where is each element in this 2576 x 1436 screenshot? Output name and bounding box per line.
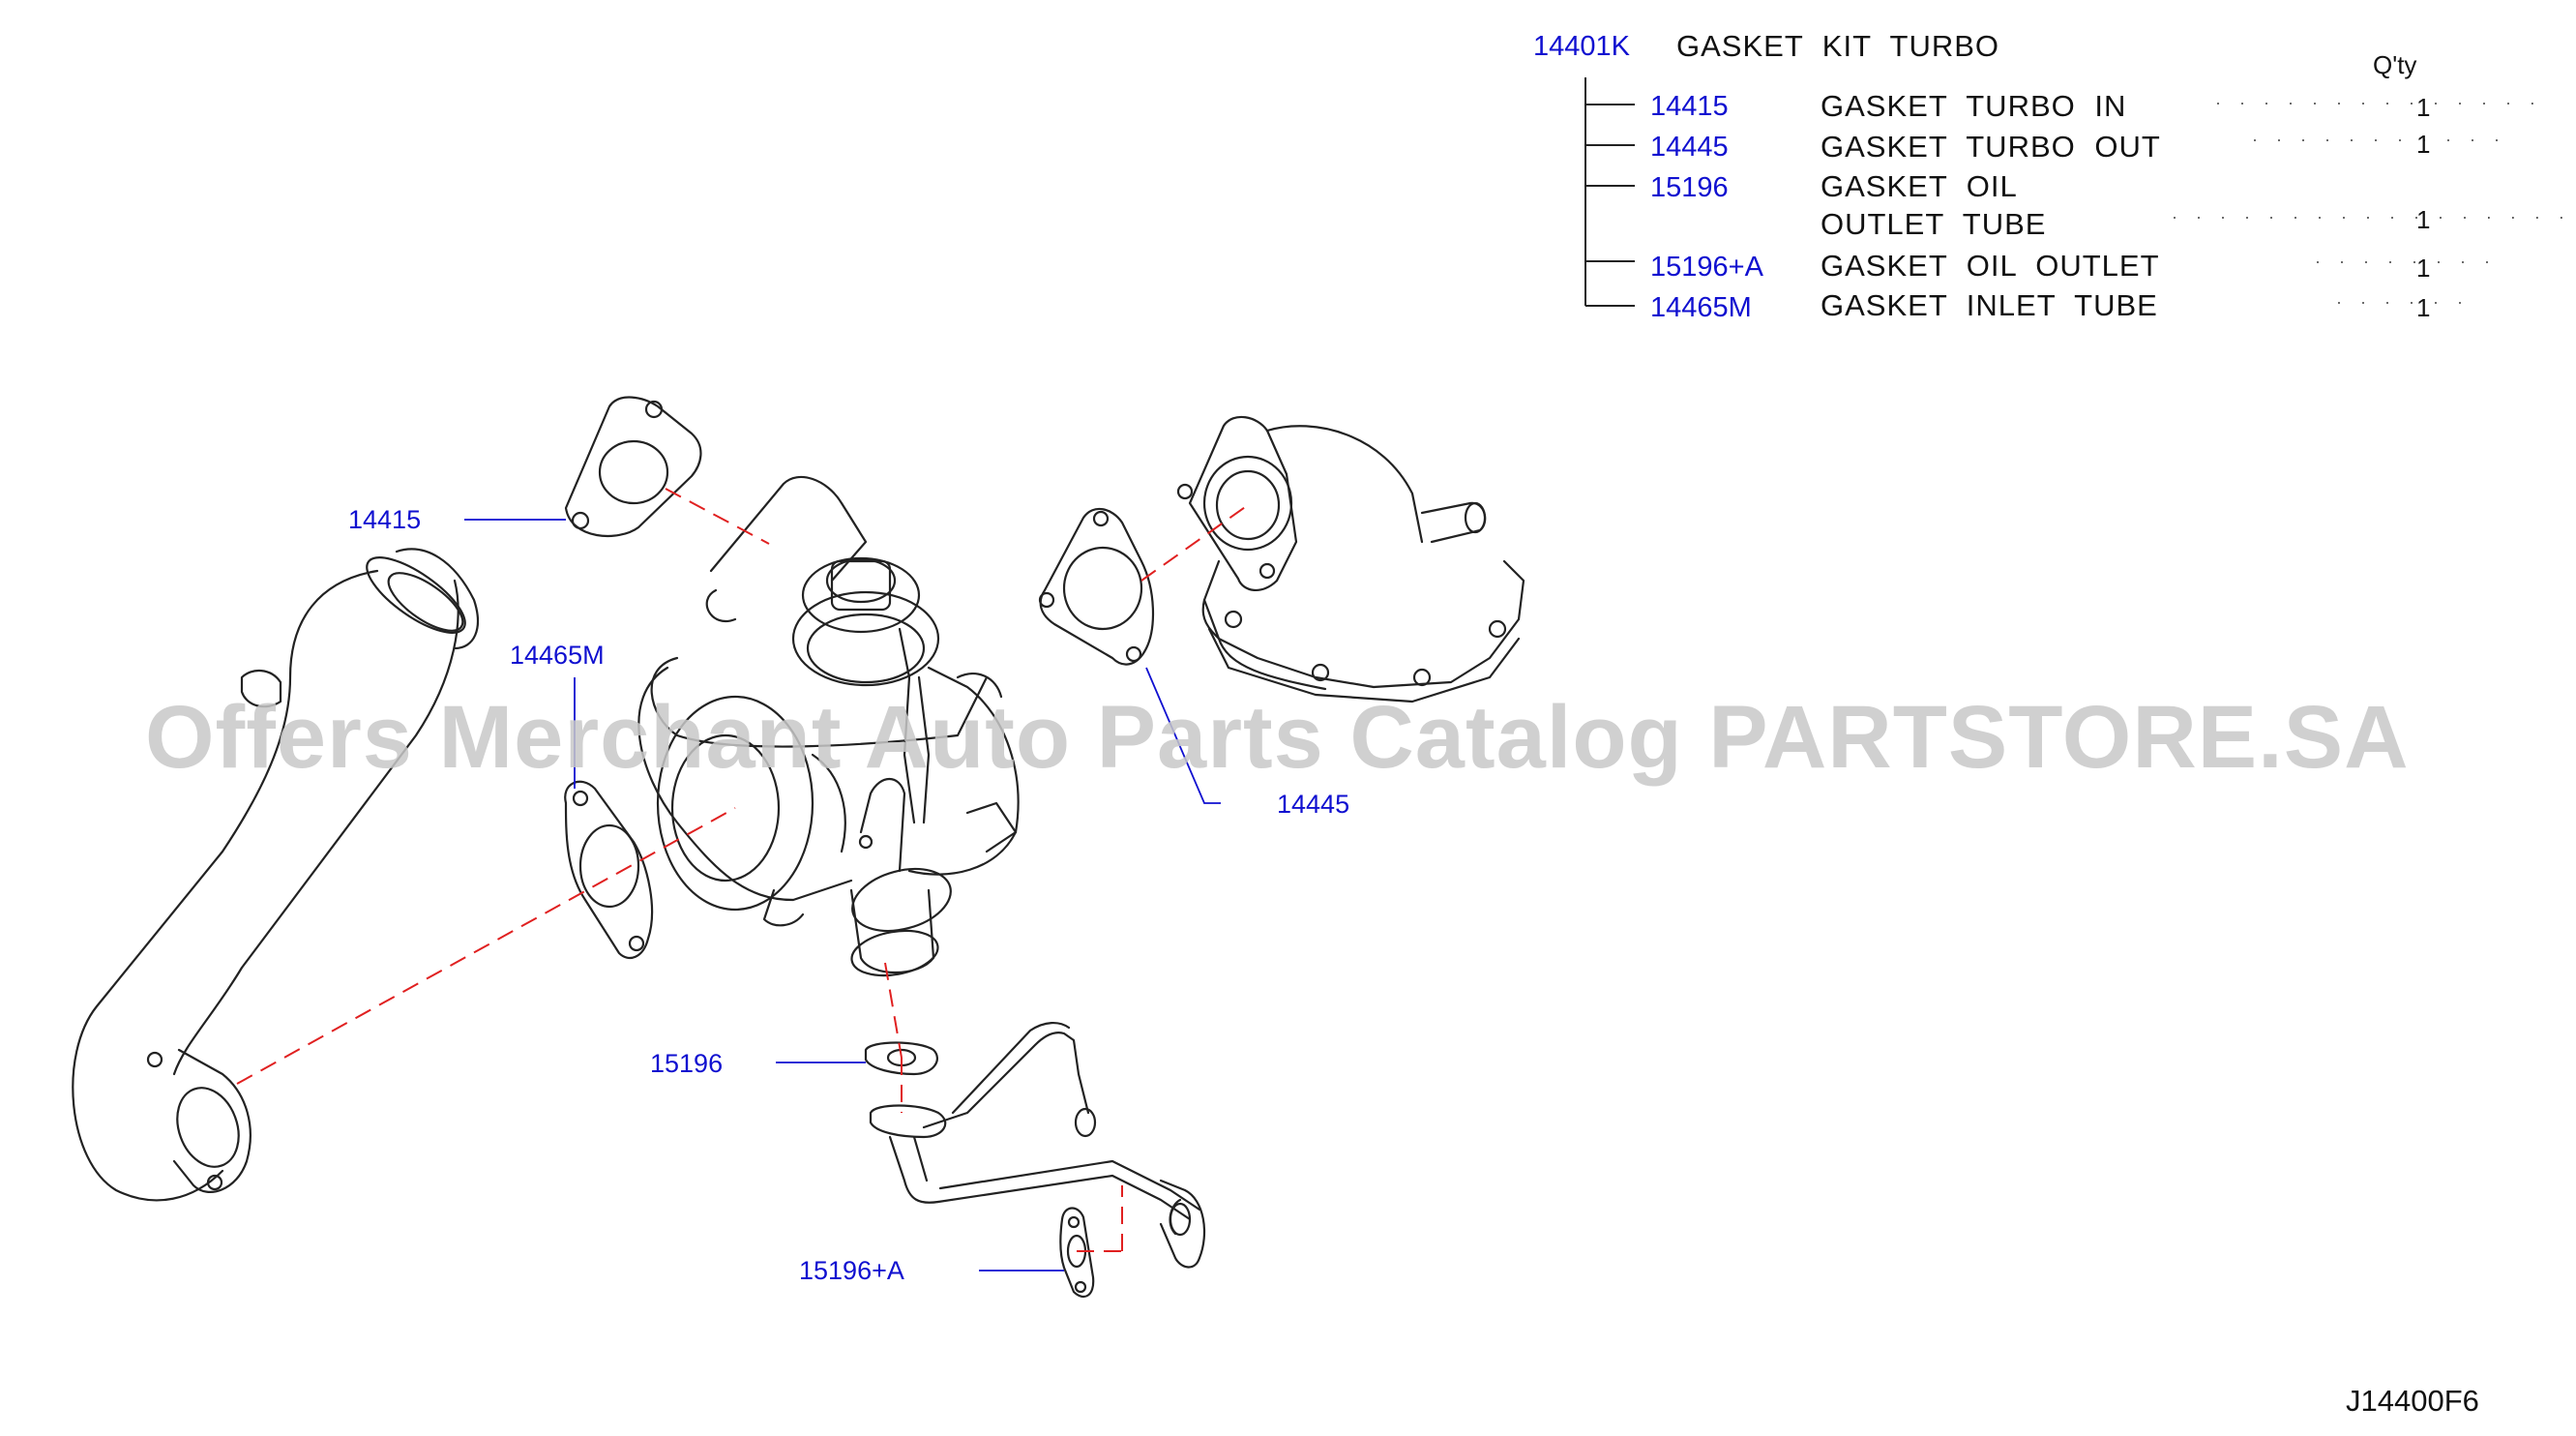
watermark-text: Offers Merchant Auto Parts Catalog PARTS… [145, 688, 2410, 787]
part-code-15196[interactable]: 15196 [1650, 172, 1729, 203]
part-qty-15196a: 1 [2416, 254, 2431, 283]
callout-15196[interactable]: 15196 [650, 1049, 724, 1078]
part-code-15196a[interactable]: 15196+A [1650, 252, 1763, 283]
turbocharger-drawing [637, 475, 1020, 977]
part-desc-14415: GASKET TURBO IN [1821, 89, 2127, 123]
part-desc-15196-line1: GASKET OIL [1821, 169, 2018, 203]
outlet-elbow-drawing [1176, 415, 1525, 703]
leader-dots: · · · · · · · · · · · [2252, 130, 2506, 149]
callout-14465m[interactable]: 14465M [510, 641, 605, 670]
callout-14445[interactable]: 14445 [1277, 790, 1350, 819]
part-code-14465m[interactable]: 14465M [1650, 292, 1752, 323]
diagram-id: J14400F6 [2346, 1384, 2479, 1418]
kit-tree-bracket [1584, 77, 1635, 307]
part-qty-14465m: 1 [2416, 293, 2431, 322]
gasket-15196a-drawing [1059, 1207, 1095, 1299]
part-qty-14445: 1 [2416, 130, 2431, 159]
qty-header: Q'ty [2373, 50, 2417, 79]
alignment-dashes [236, 488, 1249, 1252]
kit-name: GASKET KIT TURBO [1676, 29, 2000, 63]
leader-dots: · · · · · · · · [2315, 252, 2497, 271]
callout-leaders [464, 519, 1221, 1271]
gasket-14465m-drawing [564, 780, 654, 960]
part-qty-15196: 1 [2416, 205, 2431, 234]
gasket-14445-drawing [1038, 507, 1154, 666]
leader-dots: · · · · · · · · · · · · · · [2215, 93, 2542, 112]
inlet-tube-drawing [72, 548, 479, 1202]
part-desc-14465m: GASKET INLET TUBE [1821, 288, 2158, 322]
part-desc-15196a: GASKET OIL OUTLET [1821, 249, 2160, 283]
oil-outlet-tube-drawing [869, 1022, 1206, 1269]
part-code-14415[interactable]: 14415 [1650, 91, 1729, 122]
leader-dots: · · · · · · · · · · · · · · · · · · · [2172, 207, 2576, 226]
gasket-14415-drawing [564, 396, 702, 538]
part-desc-14445: GASKET TURBO OUT [1821, 130, 2161, 164]
part-code-14445[interactable]: 14445 [1650, 132, 1729, 163]
part-desc-15196-line2: OUTLET TUBE [1821, 207, 2047, 241]
callout-15196a[interactable]: 15196+A [799, 1256, 904, 1285]
kit-code[interactable]: 14401K [1533, 31, 1630, 62]
callout-14415[interactable]: 14415 [348, 505, 422, 534]
leader-dots: · · · · · · [2336, 292, 2470, 312]
part-qty-14415: 1 [2416, 93, 2431, 122]
